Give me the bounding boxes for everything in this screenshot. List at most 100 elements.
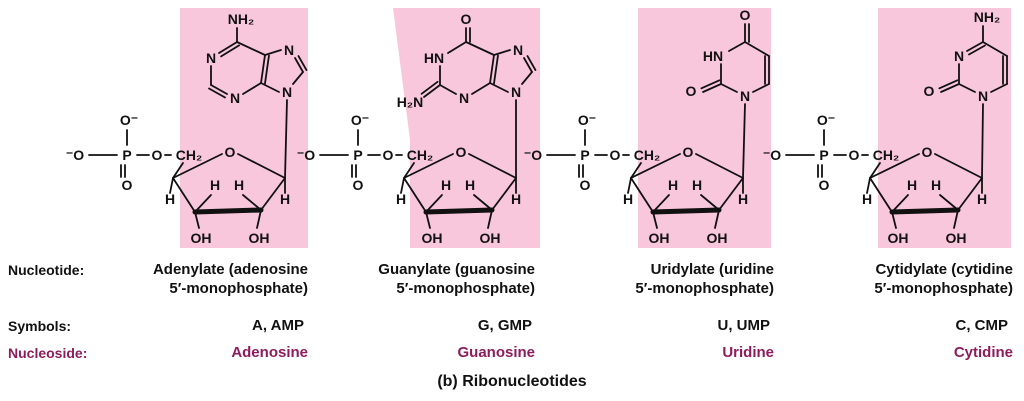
- gmp-guanine-n9: N: [511, 84, 521, 100]
- cmp-ring-bond: [869, 153, 920, 179]
- cmp-ring-front-bond: [889, 207, 961, 215]
- amp-adenine-ring-bond: [292, 71, 304, 85]
- ump-phosphate-o-top: O⁻: [578, 112, 596, 128]
- gmp-bond: [400, 177, 405, 194]
- gmp-guanine-ring-bond: [489, 82, 509, 93]
- amp-adenine-n1: N: [206, 50, 216, 66]
- ump-uracil-c2-oxygen: O: [686, 83, 697, 99]
- amp-h: H: [165, 191, 175, 207]
- ump-ring-bond: [630, 153, 681, 179]
- amp-adenine-ring-bond: [294, 57, 304, 73]
- amp-phosphorus: P: [122, 147, 131, 163]
- ump-bond: [630, 162, 642, 179]
- amp-phosphate-o-minus: ⁻O: [66, 147, 84, 163]
- ump-ester-oxygen: O: [610, 147, 621, 163]
- amp-adenine-ring-bond: [260, 82, 280, 93]
- ump-bond: [714, 209, 720, 229]
- amp-ring-bond: [237, 153, 286, 179]
- gmp-guanine-ring-bond: [493, 49, 511, 56]
- gmp-phosphate-o-top: O⁻: [351, 112, 369, 128]
- gmp-guanine-ring-bond: [489, 54, 495, 84]
- ump-phosphate-o-minus: ⁻O: [524, 147, 542, 163]
- ump-oh-3prime: OH: [649, 230, 670, 246]
- gmp-h: H: [396, 191, 406, 207]
- amp-ch2: CH₂: [176, 147, 202, 163]
- ump-uracil-n3h: HN: [703, 48, 723, 64]
- amp-adenine-n3: N: [230, 90, 240, 106]
- ump-ring-front-bond: [650, 207, 722, 215]
- gmp-guanine-n3: N: [459, 90, 469, 106]
- gmp-guanine-n1h: HN: [424, 50, 444, 66]
- gmp-bond: [487, 209, 493, 229]
- amp-h: H: [234, 177, 244, 193]
- amp-adenine-ring-bond: [260, 54, 266, 84]
- cmp-bond: [891, 194, 909, 213]
- amp-oh-3prime: OH: [191, 230, 212, 246]
- ump-uracil-ring-bond: [702, 83, 722, 93]
- ump-uracil-ring-bond: [744, 41, 770, 57]
- ump-bond: [652, 211, 658, 229]
- gmp-guanine-ring-bond: [493, 54, 499, 85]
- amp-oh-2prime: OH: [249, 230, 270, 246]
- amp-ring-front-bond: [192, 207, 264, 215]
- ump-phosphorus: P: [580, 147, 589, 163]
- gmp-guanine-ring-bond: [439, 84, 457, 95]
- cmp-cytosine-n3: N: [954, 48, 964, 64]
- cmp-phosphate-o-minus: ⁻O: [763, 147, 781, 163]
- nucleotide-row-label: Nucleotide:: [8, 262, 85, 278]
- amp-bond: [169, 177, 174, 194]
- ump-bond: [700, 194, 720, 211]
- gmp-guanine-ring-bond: [465, 41, 495, 56]
- gmp-h: H: [465, 177, 475, 193]
- gmp-guanine-ring-bond: [423, 84, 441, 98]
- amp-adenine-ring-bond: [210, 84, 228, 95]
- cmp-ester-oxygen: O: [849, 147, 860, 163]
- ump-bond: [627, 177, 632, 194]
- cmp-bond: [869, 162, 881, 179]
- nucleoside-gmp: Guanosine: [457, 344, 535, 361]
- cmp-oh-2prime: OH: [946, 230, 967, 246]
- cmp-cytosine-ring-bond: [938, 79, 959, 90]
- amp-h: H: [280, 191, 290, 207]
- amp-bond: [256, 209, 262, 229]
- gmp-guanine-ring-bond: [521, 71, 533, 85]
- figure-caption: (b) Ribonucleotides: [437, 373, 587, 390]
- ump-oh-2prime: OH: [707, 230, 728, 246]
- ump-h: H: [668, 177, 678, 193]
- cmp-glycosidic-bond: [981, 103, 984, 179]
- gmp-ring-oxygen: O: [456, 144, 467, 160]
- nucleoside-row-label: Nucleoside:: [8, 345, 88, 361]
- gmp-phosphate-o-minus: ⁻O: [297, 147, 315, 163]
- cmp-cytosine-n1: N: [978, 88, 988, 104]
- ump-h: H: [692, 177, 702, 193]
- gmp-ring-bond: [468, 153, 517, 179]
- ump-phosphate-o-bottom: O: [580, 177, 591, 193]
- amp-adenine-ring-bond: [264, 54, 270, 85]
- cmp-oh-3prime: OH: [888, 230, 909, 246]
- cmp-phosphate-o-bottom: O: [819, 177, 830, 193]
- amp-ring-bond: [172, 153, 223, 179]
- cmp-h: H: [862, 191, 872, 207]
- gmp-oh-3prime: OH: [422, 230, 443, 246]
- cmp-bond: [939, 194, 959, 211]
- gmp-ring-front-bond: [423, 207, 495, 215]
- cmp-ring-bond: [934, 153, 983, 179]
- ump-ring-bond: [718, 177, 744, 211]
- amp-ring-bond: [172, 177, 196, 213]
- ump-uracil-n1: N: [740, 88, 750, 104]
- nucleoside-ump: Uridine: [722, 344, 774, 361]
- cmp-cytosine-amino: NH₂: [974, 9, 1000, 25]
- gmp-ester-oxygen: O: [383, 147, 394, 163]
- ump-uracil-ring-bond: [752, 83, 770, 93]
- gmp-bond: [403, 162, 415, 179]
- cmp-cytosine-ring-bond: [958, 83, 976, 93]
- cmp-bond: [891, 211, 897, 229]
- amp-adenine-n7: N: [284, 42, 294, 58]
- amp-bond: [194, 211, 200, 229]
- ump-ring-bond: [695, 153, 744, 179]
- gmp-bond: [425, 211, 431, 229]
- gmp-guanine-amino: H₂N: [397, 94, 423, 110]
- amp-adenine-ring-bond: [208, 87, 226, 99]
